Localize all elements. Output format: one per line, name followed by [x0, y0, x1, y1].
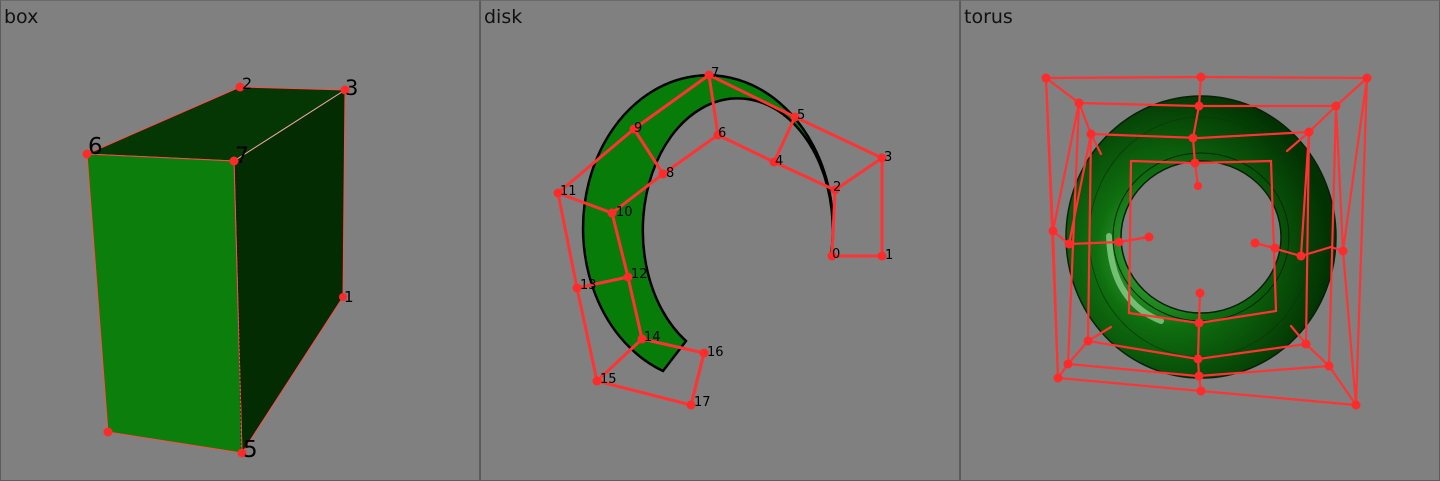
torus-point[interactable] [1188, 133, 1198, 143]
disk-point-1[interactable] [877, 251, 887, 261]
box-scene[interactable]: 1 2 3 5 6 7 [1, 1, 480, 480]
torus-point[interactable] [1064, 239, 1074, 249]
disk-point-11[interactable] [553, 188, 563, 198]
torus-point[interactable] [1324, 361, 1334, 371]
torus-point[interactable] [1053, 373, 1063, 383]
disk-point-10[interactable] [607, 208, 617, 218]
disk-point-9[interactable] [629, 124, 639, 134]
torus-point[interactable] [1338, 246, 1348, 256]
disk-label-13: 13 [580, 278, 597, 293]
torus-point[interactable] [1362, 73, 1372, 83]
viewport-title: disk [484, 6, 523, 28]
torus-point[interactable] [1270, 243, 1280, 253]
disk-scene[interactable]: 0 1 2 3 4 5 6 7 8 9 10 11 12 13 14 15 16… [481, 1, 960, 480]
box-vertex-7[interactable] [229, 156, 239, 166]
disk-label-11: 11 [560, 184, 577, 199]
disk-control-points [553, 70, 887, 410]
torus-point[interactable] [1194, 371, 1204, 381]
disk-point-3[interactable] [877, 153, 887, 163]
disk-point-6[interactable] [713, 130, 723, 140]
box-vertex-5[interactable] [237, 448, 247, 458]
torus-point[interactable] [1196, 386, 1206, 396]
box-vertex-1[interactable] [339, 293, 347, 301]
disk-point-7[interactable] [704, 70, 714, 80]
disk-point-4[interactable] [769, 157, 779, 167]
torus-point[interactable] [1196, 72, 1206, 82]
torus-point[interactable] [1195, 288, 1205, 298]
disk-label-16: 16 [707, 345, 724, 360]
box-vertex-4[interactable] [103, 427, 113, 437]
disk-label-1: 1 [885, 248, 893, 263]
disk-point-8[interactable] [658, 169, 668, 179]
disk-label-9: 9 [634, 121, 642, 136]
torus-point[interactable] [1048, 226, 1058, 236]
torus-point[interactable] [1296, 251, 1306, 261]
viewport-title: torus [964, 6, 1013, 28]
torus-point[interactable] [1331, 101, 1341, 111]
disk-point-13[interactable] [572, 283, 582, 293]
disk-label-17: 17 [694, 395, 711, 410]
torus-point[interactable] [1083, 336, 1093, 346]
torus-control-points [1041, 72, 1372, 410]
torus-point[interactable] [1194, 182, 1202, 190]
torus-point[interactable] [1250, 238, 1260, 248]
torus-point[interactable] [1114, 237, 1124, 247]
viewport-disk[interactable]: disk [480, 0, 960, 481]
torus-surface [1065, 95, 1337, 379]
torus-point[interactable] [1063, 359, 1073, 369]
torus-point[interactable] [1144, 232, 1154, 242]
torus-point[interactable] [1194, 101, 1204, 111]
torus-scene[interactable] [961, 1, 1440, 480]
disk-label-4: 4 [775, 154, 783, 169]
viewport-title: box [4, 6, 39, 28]
disk-labels: 0 1 2 3 4 5 6 7 8 9 10 11 12 13 14 15 16… [560, 66, 893, 410]
torus-point[interactable] [1074, 98, 1084, 108]
disk-point-17[interactable] [686, 400, 696, 410]
disk-point-15[interactable] [592, 376, 602, 386]
torus-point[interactable] [1041, 73, 1051, 83]
torus-point[interactable] [1086, 129, 1096, 139]
disk-point-16[interactable] [699, 348, 709, 358]
disk-point-5[interactable] [790, 112, 800, 122]
disk-label-14: 14 [644, 330, 661, 345]
torus-point[interactable] [1190, 158, 1200, 168]
box-edge-highlight [233, 89, 346, 162]
viewport-torus[interactable]: torus [960, 0, 1440, 481]
disk-point-0[interactable] [827, 251, 837, 261]
disk-label-5: 5 [797, 108, 805, 123]
disk-label-15: 15 [600, 372, 617, 387]
torus-point[interactable] [1301, 339, 1311, 349]
disk-label-2: 2 [833, 180, 841, 195]
torus-point[interactable] [1351, 400, 1361, 410]
box-vertex-6[interactable] [82, 149, 92, 159]
viewport-box[interactable]: box 1 2 3 5 6 7 [0, 0, 480, 481]
box-label-1: 1 [344, 288, 354, 306]
box-vertex-3[interactable] [340, 85, 350, 95]
box-label-7: 7 [235, 144, 249, 169]
torus-point[interactable] [1304, 127, 1314, 137]
disk-label-8: 8 [666, 166, 674, 181]
disk-label-7: 7 [711, 66, 719, 81]
disk-label-10: 10 [616, 205, 633, 220]
disk-label-3: 3 [884, 150, 892, 165]
disk-point-14[interactable] [637, 334, 647, 344]
torus-point[interactable] [1194, 318, 1204, 328]
box-label-6: 6 [88, 134, 103, 160]
torus-point[interactable] [1193, 354, 1203, 364]
box-label-3: 3 [345, 76, 358, 100]
disk-label-0: 0 [832, 247, 840, 262]
box-vertex-2[interactable] [235, 82, 245, 92]
box-label-2: 2 [242, 74, 252, 93]
disk-label-12: 12 [631, 267, 648, 282]
disk-label-6: 6 [718, 126, 726, 141]
disk-point-12[interactable] [623, 272, 633, 282]
disk-point-2[interactable] [830, 185, 840, 195]
box-front-face [86, 153, 243, 454]
box-label-5: 5 [243, 437, 258, 463]
